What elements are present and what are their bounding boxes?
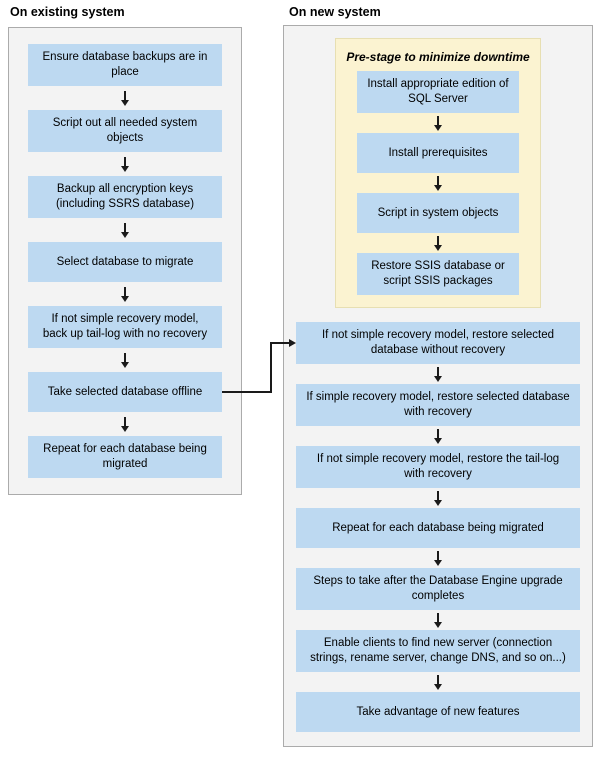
right-step-3: If not simple recovery model, restore th…	[296, 446, 580, 488]
left-step-5: If not simple recovery model, back up ta…	[28, 306, 222, 348]
arrow-head	[434, 559, 442, 566]
arrow-head	[121, 231, 129, 238]
arrow-stem	[124, 286, 126, 296]
right-step-5: Steps to take after the Database Engine …	[296, 568, 580, 610]
down-arrow-icon	[9, 282, 241, 306]
right-step-1: If not simple recovery model, restore se…	[296, 322, 580, 364]
right-step-6: Enable clients to find new server (conne…	[296, 630, 580, 672]
left-step-2: Script out all needed system objects	[28, 110, 222, 152]
arrow-stem	[124, 352, 126, 362]
down-arrow-icon	[9, 86, 241, 110]
right-step-4: Repeat for each database being migrated	[296, 508, 580, 548]
arrow-stem	[437, 490, 439, 500]
connector-arrowhead-icon	[289, 338, 296, 347]
connector-line	[222, 391, 272, 393]
arrow-head	[121, 295, 129, 302]
left-panel-title: On existing system	[10, 5, 125, 19]
arrow-head	[121, 165, 129, 172]
down-arrow-icon	[9, 218, 241, 242]
right-step-2: If simple recovery model, restore select…	[296, 384, 580, 426]
prestage-box: Pre-stage to minimize downtime Install a…	[335, 38, 541, 308]
left-step-7: Repeat for each database being migrated	[28, 436, 222, 478]
arrow-head	[434, 184, 442, 191]
left-step-6: Take selected database offline	[28, 372, 222, 412]
left-step-3: Backup all encryption keys (including SS…	[28, 176, 222, 218]
arrow-stem	[437, 175, 439, 185]
right-step-7: Take advantage of new features	[296, 692, 580, 732]
connector-line	[270, 342, 289, 344]
arrow-head	[434, 437, 442, 444]
arrow-head	[434, 683, 442, 690]
prestage-step-3: Script in system objects	[357, 193, 519, 233]
left-step-4: Select database to migrate	[28, 242, 222, 282]
prestage-step-2: Install prerequisites	[357, 133, 519, 173]
right-panel-title: On new system	[289, 5, 381, 19]
down-arrow-icon	[284, 610, 592, 630]
down-arrow-icon	[284, 548, 592, 568]
arrow-stem	[437, 235, 439, 245]
existing-system-panel: Ensure database backups are in place Scr…	[8, 27, 242, 495]
down-arrow-icon	[284, 364, 592, 384]
prestage-step-4: Restore SSIS database or script SSIS pac…	[357, 253, 519, 295]
left-step-1: Ensure database backups are in place	[28, 44, 222, 86]
arrow-stem	[124, 156, 126, 166]
arrow-stem	[437, 550, 439, 560]
connector-line	[270, 342, 272, 393]
arrow-stem	[124, 222, 126, 232]
down-arrow-icon	[9, 412, 241, 436]
down-arrow-icon	[336, 113, 540, 133]
arrow-head	[121, 425, 129, 432]
arrow-head	[121, 361, 129, 368]
new-system-panel: Pre-stage to minimize downtime Install a…	[283, 25, 593, 747]
prestage-title: Pre-stage to minimize downtime	[346, 50, 530, 64]
down-arrow-icon	[284, 672, 592, 692]
arrow-stem	[124, 90, 126, 100]
arrow-head	[434, 124, 442, 131]
down-arrow-icon	[284, 488, 592, 508]
arrow-stem	[437, 428, 439, 438]
arrow-stem	[437, 674, 439, 684]
arrow-head	[434, 244, 442, 251]
down-arrow-icon	[9, 152, 241, 176]
arrow-stem	[124, 416, 126, 426]
arrow-stem	[437, 612, 439, 622]
prestage-step-1: Install appropriate edition of SQL Serve…	[357, 71, 519, 113]
down-arrow-icon	[284, 426, 592, 446]
arrow-stem	[437, 366, 439, 376]
arrow-head	[434, 375, 442, 382]
down-arrow-icon	[336, 233, 540, 253]
arrow-head	[434, 499, 442, 506]
down-arrow-icon	[336, 173, 540, 193]
down-arrow-icon	[9, 348, 241, 372]
arrow-stem	[437, 115, 439, 125]
arrow-head	[434, 621, 442, 628]
arrow-head	[121, 99, 129, 106]
